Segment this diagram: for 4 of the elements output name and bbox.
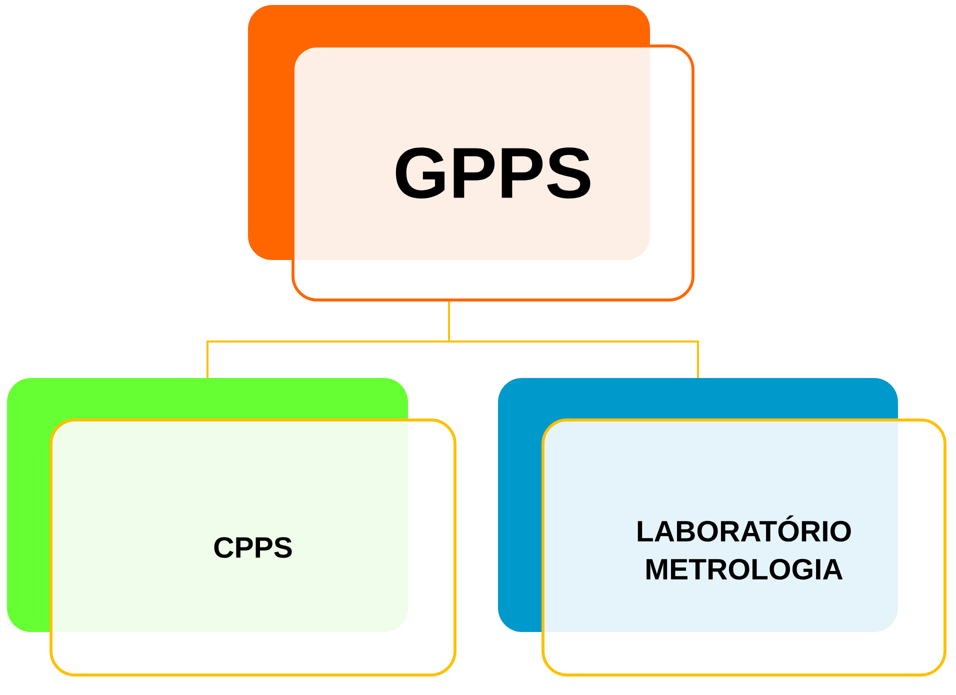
connector-line [448, 301, 699, 378]
text-box: GPPS [248, 5, 694, 302]
text-box: CPPS [7, 378, 456, 676]
text-box: LABORATÓRIO METROLOGIA [498, 378, 946, 676]
